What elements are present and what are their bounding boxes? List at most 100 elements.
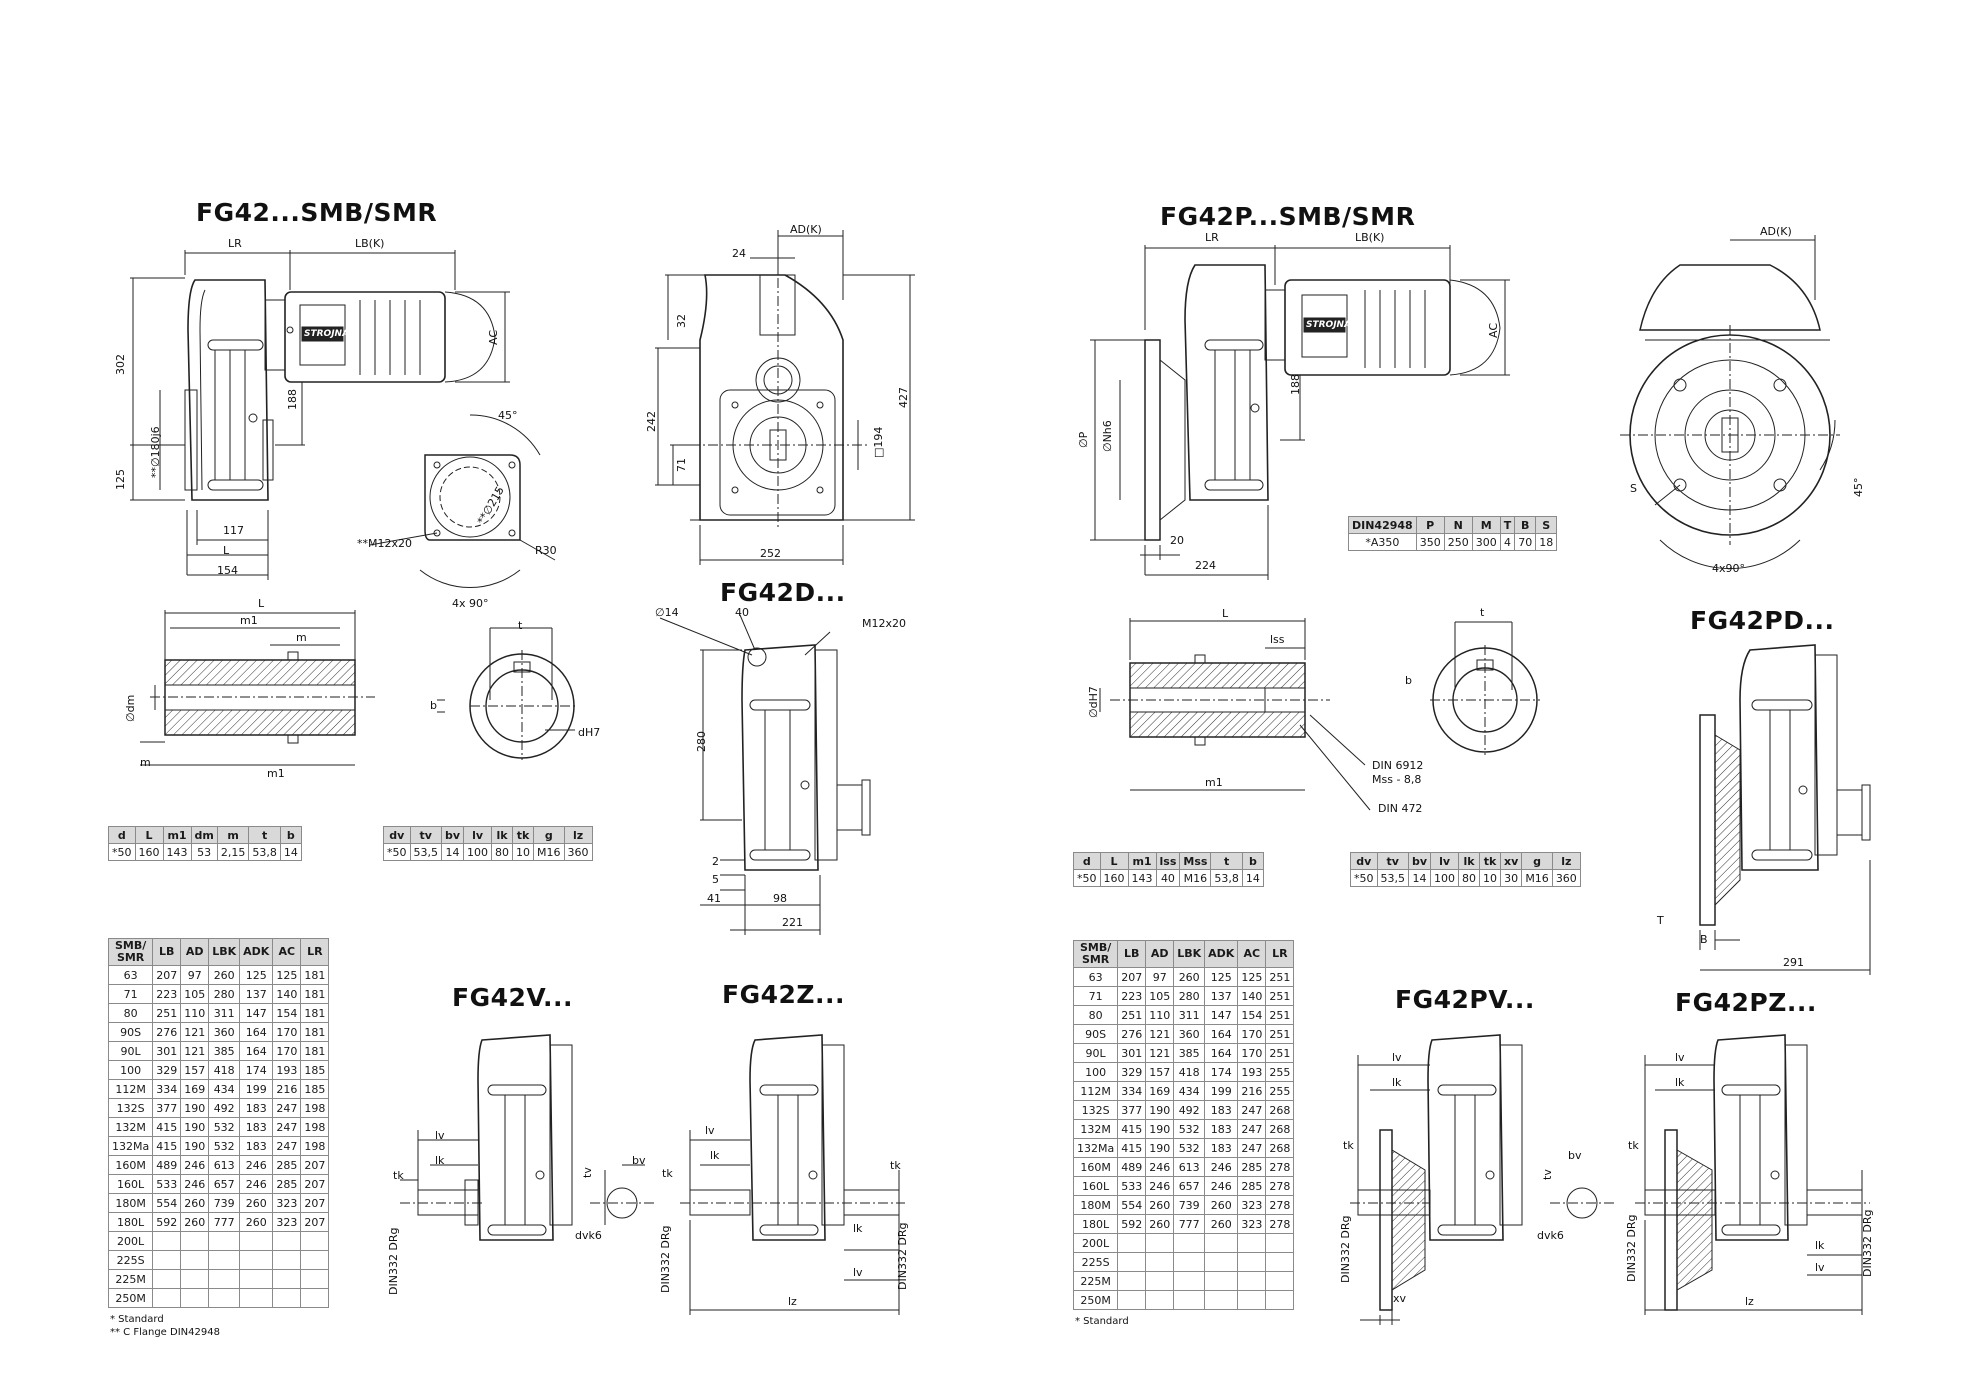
flange-view	[370, 415, 555, 588]
table-cell: 278	[1265, 1176, 1295, 1196]
table-cell: 198	[300, 1117, 330, 1137]
td: 80	[1458, 869, 1481, 887]
table-cell: 225S	[1072, 1252, 1119, 1272]
th: b	[279, 826, 302, 844]
th: tv	[1376, 852, 1409, 870]
table-cell: 329	[152, 1060, 182, 1080]
dim-ac: AC	[487, 329, 500, 345]
table-cell: 100	[107, 1060, 154, 1080]
table-cell: 492	[1173, 1100, 1206, 1120]
table-cell	[1117, 1233, 1147, 1253]
table-cell: 323	[1237, 1195, 1267, 1215]
table-cell: 657	[1173, 1176, 1206, 1196]
dim-lk-z: lk	[710, 1149, 720, 1162]
table-cell: 554	[152, 1193, 182, 1213]
th: tv	[409, 826, 442, 844]
fg42p-front-view	[1620, 235, 1840, 569]
table-cell: 198	[300, 1098, 330, 1118]
dim-l-b: L	[258, 597, 265, 610]
table-cell	[208, 1231, 241, 1251]
th: tk	[512, 826, 535, 844]
dim-mss: Mss - 8,8	[1372, 773, 1422, 786]
th: P	[1415, 516, 1445, 534]
td: 100	[1430, 869, 1460, 887]
table-cell: 489	[1117, 1157, 1147, 1177]
table-cell: 207	[152, 965, 182, 985]
table-cell: 223	[152, 984, 182, 1004]
table-cell	[300, 1250, 330, 1270]
table-cell: 246	[239, 1155, 274, 1175]
th: lk	[1458, 852, 1481, 870]
table-cell	[1237, 1233, 1267, 1253]
table-cell	[1265, 1290, 1295, 1310]
table-cell	[208, 1269, 241, 1289]
table-cell: 415	[1117, 1138, 1147, 1158]
dim-40: 40	[735, 606, 749, 619]
table-cell: 334	[1117, 1081, 1147, 1101]
td: 40	[1155, 869, 1181, 887]
table-cell	[300, 1269, 330, 1289]
table-cell	[1204, 1233, 1239, 1253]
table-cell: 533	[152, 1174, 182, 1194]
table-cell	[1145, 1290, 1175, 1310]
table-cell: 90S	[1072, 1024, 1119, 1044]
td: M16	[1521, 869, 1553, 887]
table-cell: 110	[1145, 1005, 1175, 1025]
table-cell: 160L	[107, 1174, 154, 1194]
dim-b-b: b	[1405, 674, 1412, 687]
dim-din472: DIN 472	[1378, 802, 1423, 815]
table-cell	[1265, 1252, 1295, 1272]
dim-4x90-p: 4x90°	[1712, 562, 1746, 575]
table-cell	[300, 1231, 330, 1251]
table-cell	[1265, 1233, 1295, 1253]
table-cell: 207	[300, 1174, 330, 1194]
dim-tv-v: tv	[581, 1167, 594, 1178]
column-header: LB	[152, 938, 182, 966]
table-cell: 334	[152, 1079, 182, 1099]
table-cell: 180M	[1072, 1195, 1119, 1215]
td: 18	[1535, 533, 1558, 551]
table-cell	[1145, 1271, 1175, 1291]
dim-dh7-p: ∅dH7	[1087, 686, 1100, 718]
table-cell: 492	[208, 1098, 241, 1118]
table-cell: 418	[1173, 1062, 1206, 1082]
dim-din332-pz: DIN332 DRg	[1625, 1214, 1638, 1282]
table-cell: 121	[1145, 1043, 1175, 1063]
table-cell: 489	[152, 1155, 182, 1175]
table-cell: 246	[1145, 1157, 1175, 1177]
dim-tv-pv: tv	[1541, 1169, 1554, 1180]
th: g	[533, 826, 565, 844]
table-cell: 207	[300, 1212, 330, 1232]
table-cell: 183	[1204, 1138, 1239, 1158]
table-cell: 125	[1237, 967, 1267, 987]
dim-r30: R30	[535, 544, 557, 557]
column-header: SMB/ SMR	[107, 938, 154, 966]
table-cell: 278	[1265, 1195, 1295, 1215]
td: 360	[563, 843, 593, 861]
hollow-shaft-section-p	[1100, 618, 1370, 810]
th: L	[134, 826, 164, 844]
table-cell: 160L	[1072, 1176, 1119, 1196]
dim-32: 32	[675, 314, 688, 328]
dim-din332-pv: DIN332 DRg	[1339, 1215, 1352, 1283]
table-cell: 613	[208, 1155, 241, 1175]
dim-lz-pz: lz	[1745, 1295, 1754, 1308]
dim-nh6: ∅Nh6	[1101, 420, 1114, 452]
table-row: 250M	[1072, 1290, 1295, 1310]
table-cell: 112M	[107, 1079, 154, 1099]
table-cell: 385	[208, 1041, 241, 1061]
table-cell: 247	[272, 1136, 302, 1156]
th: bv	[1407, 852, 1432, 870]
table-cell: 739	[1173, 1195, 1206, 1215]
table-cell: 554	[1117, 1195, 1147, 1215]
dim-t-pd: T	[1657, 914, 1664, 927]
motor-table-notes: * Standard** C Flange DIN42948	[110, 1313, 220, 1339]
